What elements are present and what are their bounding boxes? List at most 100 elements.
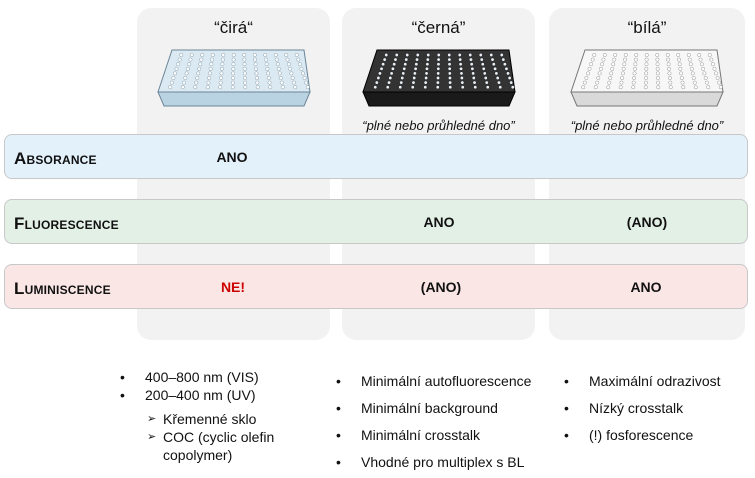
well (220, 53, 225, 57)
well (619, 80, 624, 85)
sublist: Křemenné sklo COC (cyclic olefin copolym… (145, 410, 285, 464)
well (208, 66, 213, 71)
well (279, 80, 284, 85)
well (610, 66, 615, 71)
well (714, 71, 718, 76)
black-plate-image (361, 49, 516, 107)
well (633, 66, 637, 71)
well (504, 66, 508, 71)
well (458, 62, 463, 67)
well (479, 57, 484, 62)
well (656, 80, 661, 85)
well (410, 85, 415, 90)
note: Minimální autofluorescence (334, 368, 531, 395)
well (280, 85, 285, 90)
row-fluorescence: Fluorescence ANO (ANO) (4, 199, 748, 244)
well (611, 62, 616, 67)
well (631, 80, 636, 85)
well (467, 53, 472, 57)
well (435, 71, 440, 76)
well (597, 71, 602, 76)
well (447, 71, 452, 76)
value-no: NE! (220, 279, 246, 295)
well (655, 53, 660, 57)
note: Vhodné pro multiplex s BL (334, 449, 531, 476)
well (608, 76, 613, 80)
well (484, 80, 489, 85)
well (254, 80, 259, 85)
well (609, 71, 614, 76)
note: Nízký crosstalk (562, 395, 721, 422)
well (254, 71, 258, 76)
well (634, 53, 639, 57)
well (192, 85, 197, 90)
well (481, 66, 486, 71)
well (688, 62, 693, 67)
note: Maximální odrazivost (562, 368, 721, 395)
well (460, 85, 465, 90)
well (242, 62, 246, 67)
well (644, 66, 649, 71)
well (273, 53, 278, 57)
well (291, 80, 296, 85)
row-luminiscence: Luminiscence NE! (ANO) ANO (4, 264, 748, 309)
note: (!) fosforescence (562, 422, 721, 449)
well (447, 76, 452, 80)
well (703, 76, 708, 80)
well (587, 66, 592, 71)
well (219, 66, 224, 71)
well (414, 57, 419, 62)
well (644, 76, 648, 80)
well (172, 71, 177, 76)
well (496, 80, 501, 85)
well (413, 62, 418, 67)
well (679, 71, 684, 76)
well (677, 62, 682, 67)
well (241, 57, 246, 62)
well (403, 57, 408, 62)
well (678, 66, 683, 71)
well (206, 76, 211, 80)
well (581, 85, 586, 90)
well (488, 53, 493, 57)
well (482, 71, 487, 76)
well (592, 53, 597, 57)
well (382, 57, 387, 62)
well (230, 80, 235, 85)
note: Minimální crosstalk (334, 422, 531, 449)
well (589, 62, 594, 67)
well (210, 53, 215, 57)
well (220, 57, 225, 62)
well (447, 62, 451, 67)
well (655, 71, 660, 76)
well (195, 71, 200, 76)
well (457, 57, 462, 62)
well (470, 71, 475, 76)
well (593, 85, 598, 90)
well (278, 76, 283, 80)
well (196, 66, 201, 71)
well (490, 57, 494, 62)
well (398, 80, 403, 85)
well (288, 71, 293, 76)
well (631, 85, 636, 90)
well (633, 57, 638, 62)
well (500, 57, 505, 62)
well (292, 85, 297, 90)
well (596, 76, 601, 80)
well (394, 53, 399, 57)
plate-base (570, 91, 724, 107)
well (495, 76, 500, 80)
well (499, 53, 504, 57)
well (241, 53, 246, 57)
subnote: Křemenné sklo (145, 410, 285, 428)
well (471, 76, 476, 80)
value: ANO (423, 214, 455, 230)
well (715, 76, 720, 80)
well (621, 66, 626, 71)
value: ANO (216, 149, 248, 165)
well (582, 80, 587, 85)
well (266, 76, 271, 80)
well (655, 62, 660, 67)
well (458, 66, 463, 71)
